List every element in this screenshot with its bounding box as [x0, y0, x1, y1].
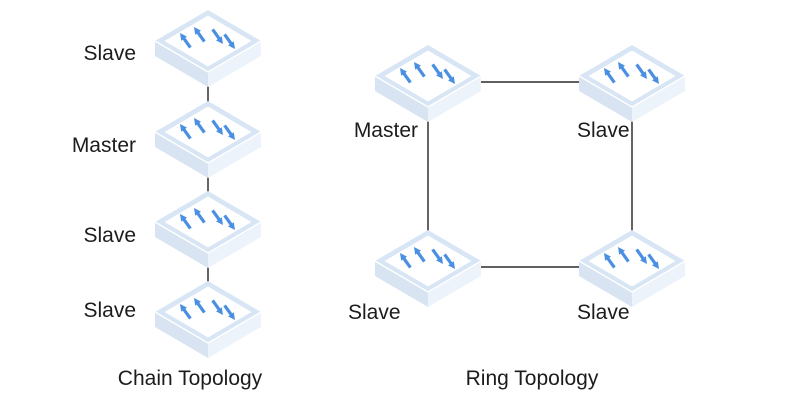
ring-node-label-slave-bottom-r: Slave: [577, 301, 630, 324]
switch-icon: [373, 228, 483, 308]
ring-node-label-master: Master: [353, 119, 418, 142]
chain-node-label-slave-1: Slave: [83, 42, 136, 65]
switch-icon: [577, 43, 687, 123]
switch-icon: [577, 228, 687, 308]
chain-node-label-slave-2: Slave: [83, 224, 136, 247]
ring-topology-caption: Ring Topology: [465, 367, 599, 390]
switch-icon: [153, 99, 263, 179]
chain-node-label-master: Master: [71, 134, 136, 157]
switch-icon: [373, 43, 483, 123]
switch-icon: [153, 8, 263, 88]
switch-icon: [153, 279, 263, 359]
ring-node-label-slave-bottom-l: Slave: [348, 301, 401, 324]
switch-icon: [153, 189, 263, 269]
ring-node-label-slave-top: Slave: [577, 119, 630, 142]
chain-topology-caption: Chain Topology: [117, 367, 263, 390]
chain-node-label-slave-3: Slave: [83, 299, 136, 322]
